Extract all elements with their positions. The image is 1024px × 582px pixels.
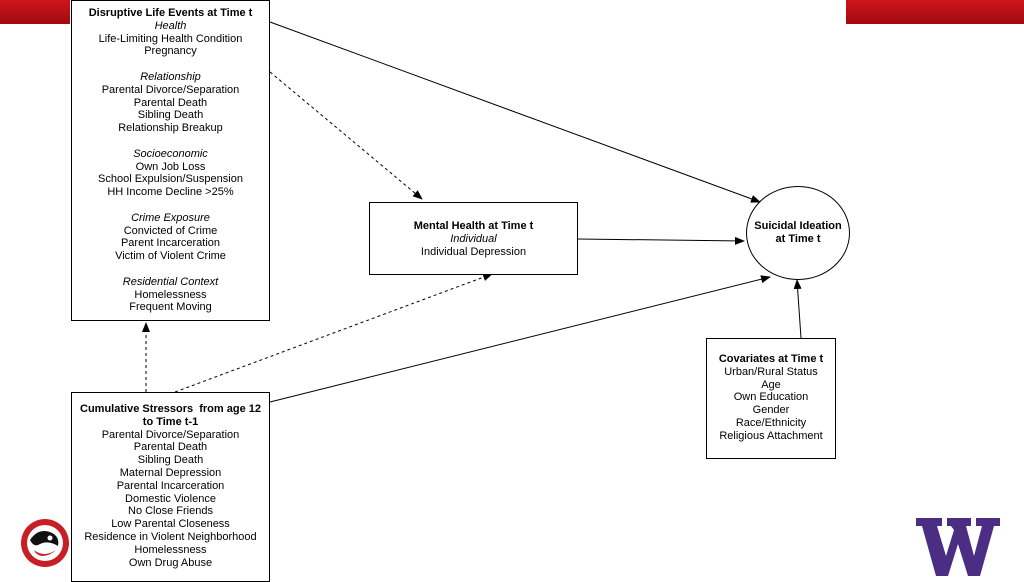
list-item: HH Income Decline >25% [107, 186, 234, 199]
suicidal-ideation-line1: Suicidal Ideation [754, 220, 842, 232]
mental-health-box: Mental Health at Time t Individual Indiv… [369, 202, 578, 275]
list-item: Own Job Loss [135, 160, 206, 173]
list-item: Urban/Rural Status [724, 365, 818, 378]
edge-disruptive-to-mental [269, 71, 423, 200]
group-crime-exposure: Crime Exposure Convicted of Crime Parent… [72, 212, 269, 263]
list-item: Pregnancy [144, 45, 197, 58]
edge-covariates-to-suicidal [793, 279, 802, 339]
list-item: Life-Limiting Health Condition [98, 32, 243, 45]
list-item: Relationship Breakup [118, 122, 223, 135]
list-item: Parental Death [133, 96, 208, 109]
group-health: Health Life-Limiting Health Condition Pr… [72, 20, 269, 58]
cumulative-title-line2: to Time t-1 [142, 415, 199, 428]
list-item: Own Education [733, 391, 809, 404]
list-item: Age [761, 378, 781, 391]
list-item: Religious Attachment [719, 429, 823, 442]
disruptive-life-events-box: Disruptive Life Events at Time t Health … [71, 0, 270, 321]
list-item: Homelessness [134, 543, 207, 556]
list-item: Frequent Moving [129, 301, 212, 314]
list-item: Individual Depression [420, 245, 527, 258]
list-item: School Expulsion/Suspension [98, 173, 243, 186]
list-item: No Close Friends [128, 505, 213, 518]
mental-health-title: Mental Health at Time t [413, 220, 534, 232]
list-item: Own Drug Abuse [128, 556, 213, 569]
header-bar-left [0, 0, 70, 24]
group-relationship: Relationship Parental Divorce/Separation… [72, 71, 269, 135]
category-residential-context: Residential Context [122, 275, 219, 288]
list-item: Sibling Death [137, 109, 204, 122]
edge-mental-to-suicidal [577, 236, 745, 245]
group-socioeconomic: Socioeconomic Own Job Loss School Expuls… [72, 148, 269, 199]
list-item: Race/Ethnicity [735, 416, 807, 429]
category-crime-exposure: Crime Exposure [131, 211, 210, 224]
edge-cumulative-to-mental [174, 273, 493, 393]
list-item: Domestic Violence [125, 492, 216, 505]
red-black-circular-emblem-icon [21, 519, 69, 567]
list-item: Parental Death [133, 441, 208, 454]
category-health: Health [154, 19, 187, 32]
list-item: Residence in Violent Neighborhood [84, 530, 257, 543]
uw-w-logo-icon [916, 518, 1000, 576]
edge-cumulative-to-suicidal [269, 275, 771, 403]
list-item: Parental Incarceration [116, 479, 225, 492]
disruptive-title: Disruptive Life Events at Time t [88, 7, 253, 19]
category-socioeconomic: Socioeconomic [133, 147, 208, 160]
header-bar-right [846, 0, 1024, 24]
list-item: Parental Divorce/Separation [101, 83, 240, 96]
covariates-box: Covariates at Time t Urban/Rural Status … [706, 338, 836, 459]
cumulative-title-line1: Cumulative Stressors from age 12 [80, 403, 261, 415]
list-item: Homelessness [134, 288, 207, 301]
list-item: Parental Divorce/Separation [101, 428, 240, 441]
list-item: Sibling Death [137, 454, 204, 467]
list-item: Maternal Depression [119, 466, 222, 479]
category-relationship: Relationship [140, 70, 201, 83]
list-item: Low Parental Closeness [111, 518, 230, 531]
list-item: Victim of Violent Crime [115, 250, 226, 263]
suicidal-ideation-node: Suicidal Ideation at Time t [746, 186, 850, 280]
list-item: Gender [752, 404, 790, 417]
mental-health-category: Individual [450, 232, 497, 245]
covariates-title: Covariates at Time t [718, 353, 824, 365]
cumulative-stressors-box: Cumulative Stressors from age 12 to Time… [71, 392, 270, 582]
edge-disruptive-to-suicidal [269, 21, 761, 203]
list-item: Convicted of Crime [123, 224, 218, 237]
suicidal-ideation-line2: at Time t [775, 233, 821, 245]
list-item: Parent Incarceration [120, 237, 221, 250]
group-residential-context: Residential Context Homelessness Frequen… [72, 276, 269, 314]
